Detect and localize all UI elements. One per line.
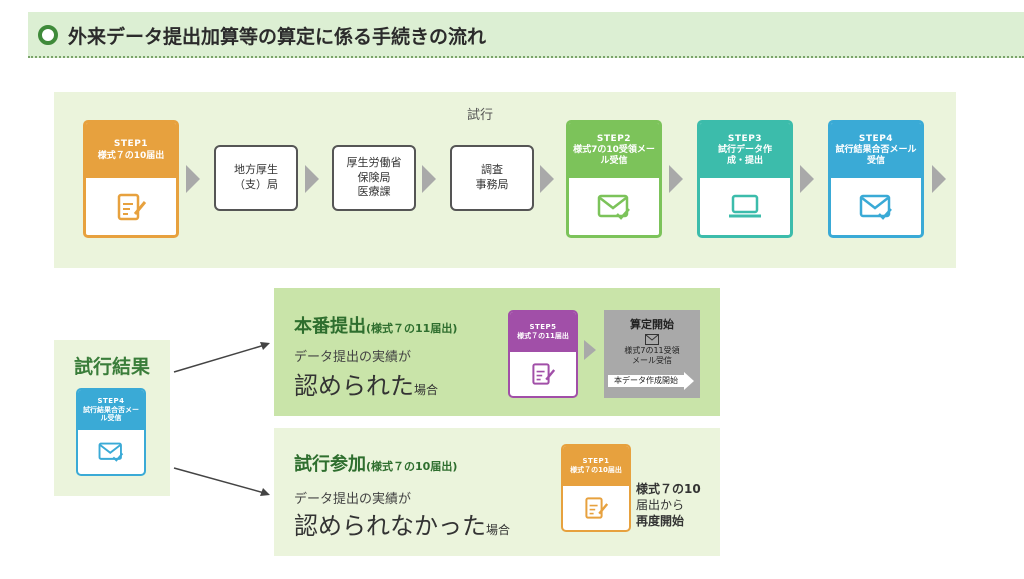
- trial-join-title: 試行参加(様式７の10届出): [294, 454, 458, 475]
- office-mhlw: 厚生労働省 保険局 医療課: [332, 145, 416, 211]
- office-survey-secretariat: 調査 事務局: [450, 145, 534, 211]
- step3-card: STEP3 試行データ作成・提出: [697, 120, 793, 238]
- document-edit-icon: [117, 193, 147, 220]
- laptop-icon: [729, 194, 761, 217]
- flow-arrow-icon: [540, 165, 554, 193]
- office-regional-bureau: 地方厚生 （支）局: [214, 145, 298, 211]
- mail-check-icon: [98, 442, 124, 462]
- join-step1-label: 様式７の10届出: [570, 466, 622, 474]
- mail-check-icon: [859, 194, 892, 220]
- data-creation-arrow: 本データ作成開始: [608, 375, 684, 387]
- step3-label: 試行データ作成・提出: [717, 144, 772, 167]
- flow-arrow-icon: [584, 340, 596, 360]
- step4-card: STEP4 試行結果合否メール受信: [828, 120, 924, 238]
- flow-arrow-icon: [186, 165, 200, 193]
- flow-arrow-icon: [932, 165, 946, 193]
- flow-arrow-icon: [305, 165, 319, 193]
- production-condition: 認められた場合: [294, 372, 439, 400]
- mail-icon: [645, 334, 659, 345]
- bullet-circle-icon: [38, 25, 58, 45]
- join-step1-number: STEP1: [582, 457, 610, 466]
- step1-card: STEP1 様式７の10届出: [83, 120, 179, 238]
- flow-arrow-icon: [800, 165, 814, 193]
- step1-number: STEP1: [113, 139, 149, 150]
- trial-label: 試行: [466, 108, 493, 123]
- step4-number: STEP4: [858, 133, 894, 144]
- production-subtitle: データ提出の実績が: [294, 350, 412, 365]
- result-step4-card: STEP4 試行結果合否メール受信: [76, 388, 146, 476]
- step5-label: 様式７の11届出: [517, 332, 569, 340]
- branch-arrows: [173, 342, 270, 496]
- step1-label: 様式７の10届出: [97, 150, 165, 161]
- result-step4-label: 試行結果合否メール受信: [83, 405, 139, 423]
- calculation-start-title: 算定開始: [630, 318, 674, 331]
- mail-check-icon: [597, 194, 630, 220]
- arrow-head-icon: [684, 372, 694, 390]
- trial-join-condition: 認められなかった場合: [294, 512, 511, 540]
- step4-label: 試行結果合否メール受信: [835, 144, 917, 167]
- document-edit-icon: [585, 497, 609, 519]
- join-step1-card: STEP1 様式７の10届出: [561, 444, 631, 532]
- calculation-start-text: 様式7の11受領 メール受信: [624, 346, 680, 366]
- document-edit-icon: [532, 363, 556, 385]
- step2-card: STEP2 様式7の10受領メール受信: [566, 120, 662, 238]
- step5-card: STEP5 様式７の11届出: [508, 310, 578, 398]
- trial-join-band: [274, 428, 720, 556]
- step2-number: STEP2: [596, 133, 632, 144]
- restart-note: 様式７の10 届出から 再度開始: [636, 482, 701, 529]
- flow-arrow-icon: [422, 165, 436, 193]
- header-bar: 外来データ提出加算等の算定に係る手続きの流れ: [28, 12, 1024, 58]
- result-step4-number: STEP4: [97, 396, 125, 405]
- page-title: 外来データ提出加算等の算定に係る手続きの流れ: [68, 26, 487, 48]
- step2-label: 様式7の10受領メール受信: [573, 144, 655, 167]
- step5-number: STEP5: [529, 323, 557, 332]
- production-title: 本番提出(様式７の11届出): [294, 316, 458, 337]
- trial-result-title: 試行結果: [73, 356, 150, 378]
- trial-join-subtitle: データ提出の実績が: [294, 492, 412, 507]
- step3-number: STEP3: [727, 133, 763, 144]
- flow-arrow-icon: [669, 165, 683, 193]
